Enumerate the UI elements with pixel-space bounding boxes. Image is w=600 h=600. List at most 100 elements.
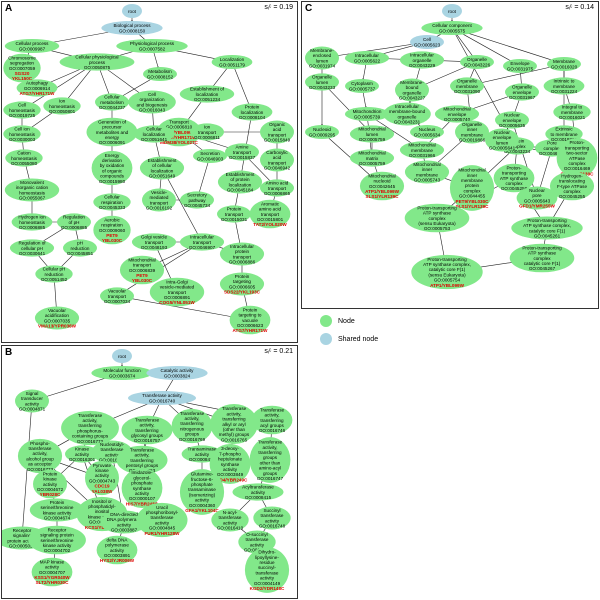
- node-label: acid: [273, 127, 282, 132]
- node-ellipse: [219, 272, 265, 296]
- node-label: Membrane-: [310, 48, 334, 53]
- node-label: synthase: [133, 486, 152, 491]
- node-label: ATP synthase complex,: [523, 223, 571, 228]
- node-label: GO:0019725: [9, 113, 36, 118]
- node-label: Intrinsic to: [554, 79, 575, 84]
- node-label: GO:0045259: [501, 186, 528, 191]
- node-label: ATPase: [569, 156, 585, 161]
- node-ellipse: [410, 35, 444, 49]
- node-label: reduction: [45, 272, 64, 277]
- node-ellipse: [136, 502, 188, 538]
- go-node-chrseg: ChromosomesegregationGO:0007059SGS20YKL1…: [3, 53, 41, 83]
- node-ellipse: [179, 85, 235, 103]
- node-label: GO:0004360: [189, 503, 216, 508]
- gene-label: PET9/YBL030C: [456, 199, 490, 204]
- node-label: Hydrogen ion: [18, 215, 46, 220]
- node-label: complex: [563, 189, 581, 194]
- node-label: phosphate: [131, 481, 153, 486]
- node-label: complex: [428, 216, 446, 221]
- node-label: mediated: [150, 195, 169, 200]
- node-ellipse: [100, 510, 148, 534]
- node-ellipse: [543, 77, 585, 95]
- node-label: Intracellular: [395, 104, 419, 109]
- node-label: lumen: [316, 80, 329, 85]
- go-node-mitonucleoid: MitochondrialnucleoidGO:0042645ATP1/YBL0…: [359, 171, 405, 201]
- node-label: Ion: [204, 125, 211, 130]
- gene-label: SLT2/YHR030C: [36, 580, 70, 585]
- node-label: GO:0006810: [166, 125, 193, 130]
- node-label: Pyruvate: [93, 463, 112, 468]
- node-label: GO:0006885: [19, 225, 46, 230]
- node-label: signaling protein: [40, 533, 74, 538]
- gene-label: SGS20: [15, 71, 30, 76]
- node-label: reduction: [71, 246, 90, 251]
- panel-c-letter: C: [305, 3, 313, 14]
- node-ellipse: [305, 125, 339, 139]
- node-ellipse: [33, 469, 67, 499]
- gene-label: ATG7/YHR171W: [162, 135, 198, 140]
- gene-label: ATG7/YHR171W: [233, 328, 269, 333]
- node-ellipse: [344, 51, 390, 65]
- gene-label: GFA1/YKL104C: [185, 508, 219, 513]
- node-ellipse: [11, 213, 53, 231]
- node-ellipse: [229, 305, 271, 335]
- node-label: glycerol-: [133, 475, 151, 480]
- node-ellipse: [404, 160, 450, 184]
- node-label: transporting: [565, 145, 590, 150]
- node-label: GO:0006865: [264, 191, 291, 196]
- node-label: GO:0005739: [354, 114, 381, 119]
- go-node-imidgly: Imidazole-glycerol-phosphatesynthaseacti…: [121, 467, 163, 509]
- edge-estcellloc-intracell: [164, 172, 200, 238]
- node-ellipse: [244, 547, 290, 593]
- node-ellipse: [143, 67, 177, 81]
- node-label: Cellular pH: [43, 267, 66, 272]
- node-label: activity: [43, 482, 58, 487]
- node-ellipse: [93, 215, 131, 245]
- node-ellipse: [100, 287, 134, 305]
- go-node-mapk: MAP kinaseactivityGO:0004707KSS1/YGR040W…: [31, 557, 73, 587]
- edge-loc-protloc: [233, 66, 251, 108]
- go-node-ptatp: Proton-transportingtwo-sectorATPasecompl…: [556, 137, 598, 179]
- node-label: Protein: [50, 500, 65, 505]
- edge-mitochondrion-mitomem: [371, 116, 418, 148]
- edge-secretion-secpath: [197, 160, 209, 196]
- node-label: GO:0015849: [264, 138, 291, 143]
- node-ellipse: [28, 525, 86, 555]
- node-label: Succinyl: [263, 508, 280, 513]
- node-label: Golgi vesicle: [141, 235, 167, 240]
- node-label: Nucleoid: [313, 127, 331, 132]
- node-label: GO:0030641: [19, 251, 46, 256]
- node-label: Uracil: [156, 505, 168, 510]
- node-label: GO:0005057: [9, 544, 36, 549]
- node-label: GO:0030003: [9, 137, 36, 142]
- node-label: GO:0046930: [539, 151, 566, 156]
- node-label: Cellular: [104, 95, 120, 100]
- node-label: Imidazole-: [131, 470, 153, 475]
- gene-label: VMA13/YPR036W: [38, 324, 77, 329]
- node-label: glycosyl groups: [131, 433, 163, 438]
- node-label: protein: [235, 249, 249, 254]
- node-ellipse: [249, 437, 291, 483]
- node-label: membrane: [456, 84, 478, 89]
- edge-catact-transfact: [164, 377, 175, 394]
- node-label: Intracellular: [190, 235, 214, 240]
- node-label: membrane: [416, 172, 438, 177]
- node-label: Nuclear: [529, 188, 545, 193]
